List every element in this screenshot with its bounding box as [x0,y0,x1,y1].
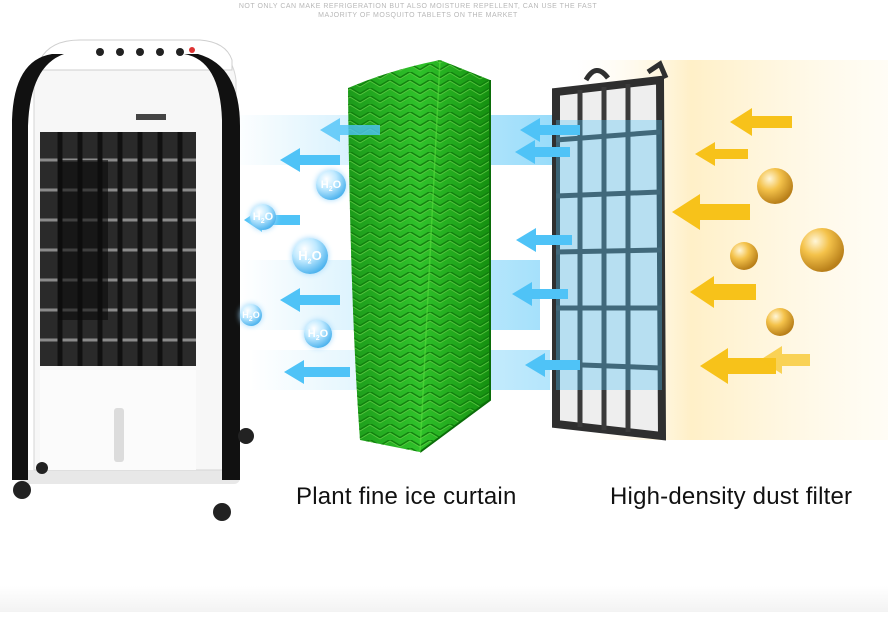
bottom-strip [0,586,888,612]
ice-curtain-block [348,59,491,453]
water-molecule-bubble: H2O [304,320,332,348]
air-cooler [12,39,254,521]
water-molecule-bubble: H2O [240,304,262,326]
water-molecule-bubble: H2O [250,204,276,230]
ice-curtain-caption: Plant fine ice curtain [296,483,517,510]
dust-particles [730,168,844,336]
water-molecule-bubble: H2O [316,170,346,200]
dust-filter-caption: High-density dust filter [610,483,853,510]
water-molecule-bubble: H2O [292,238,328,274]
top-description-text: NOT ONLY CAN MAKE REFRIGERATION BUT ALSO… [238,3,598,19]
warm-air-arrows [672,108,810,384]
dust-filter [552,60,669,441]
